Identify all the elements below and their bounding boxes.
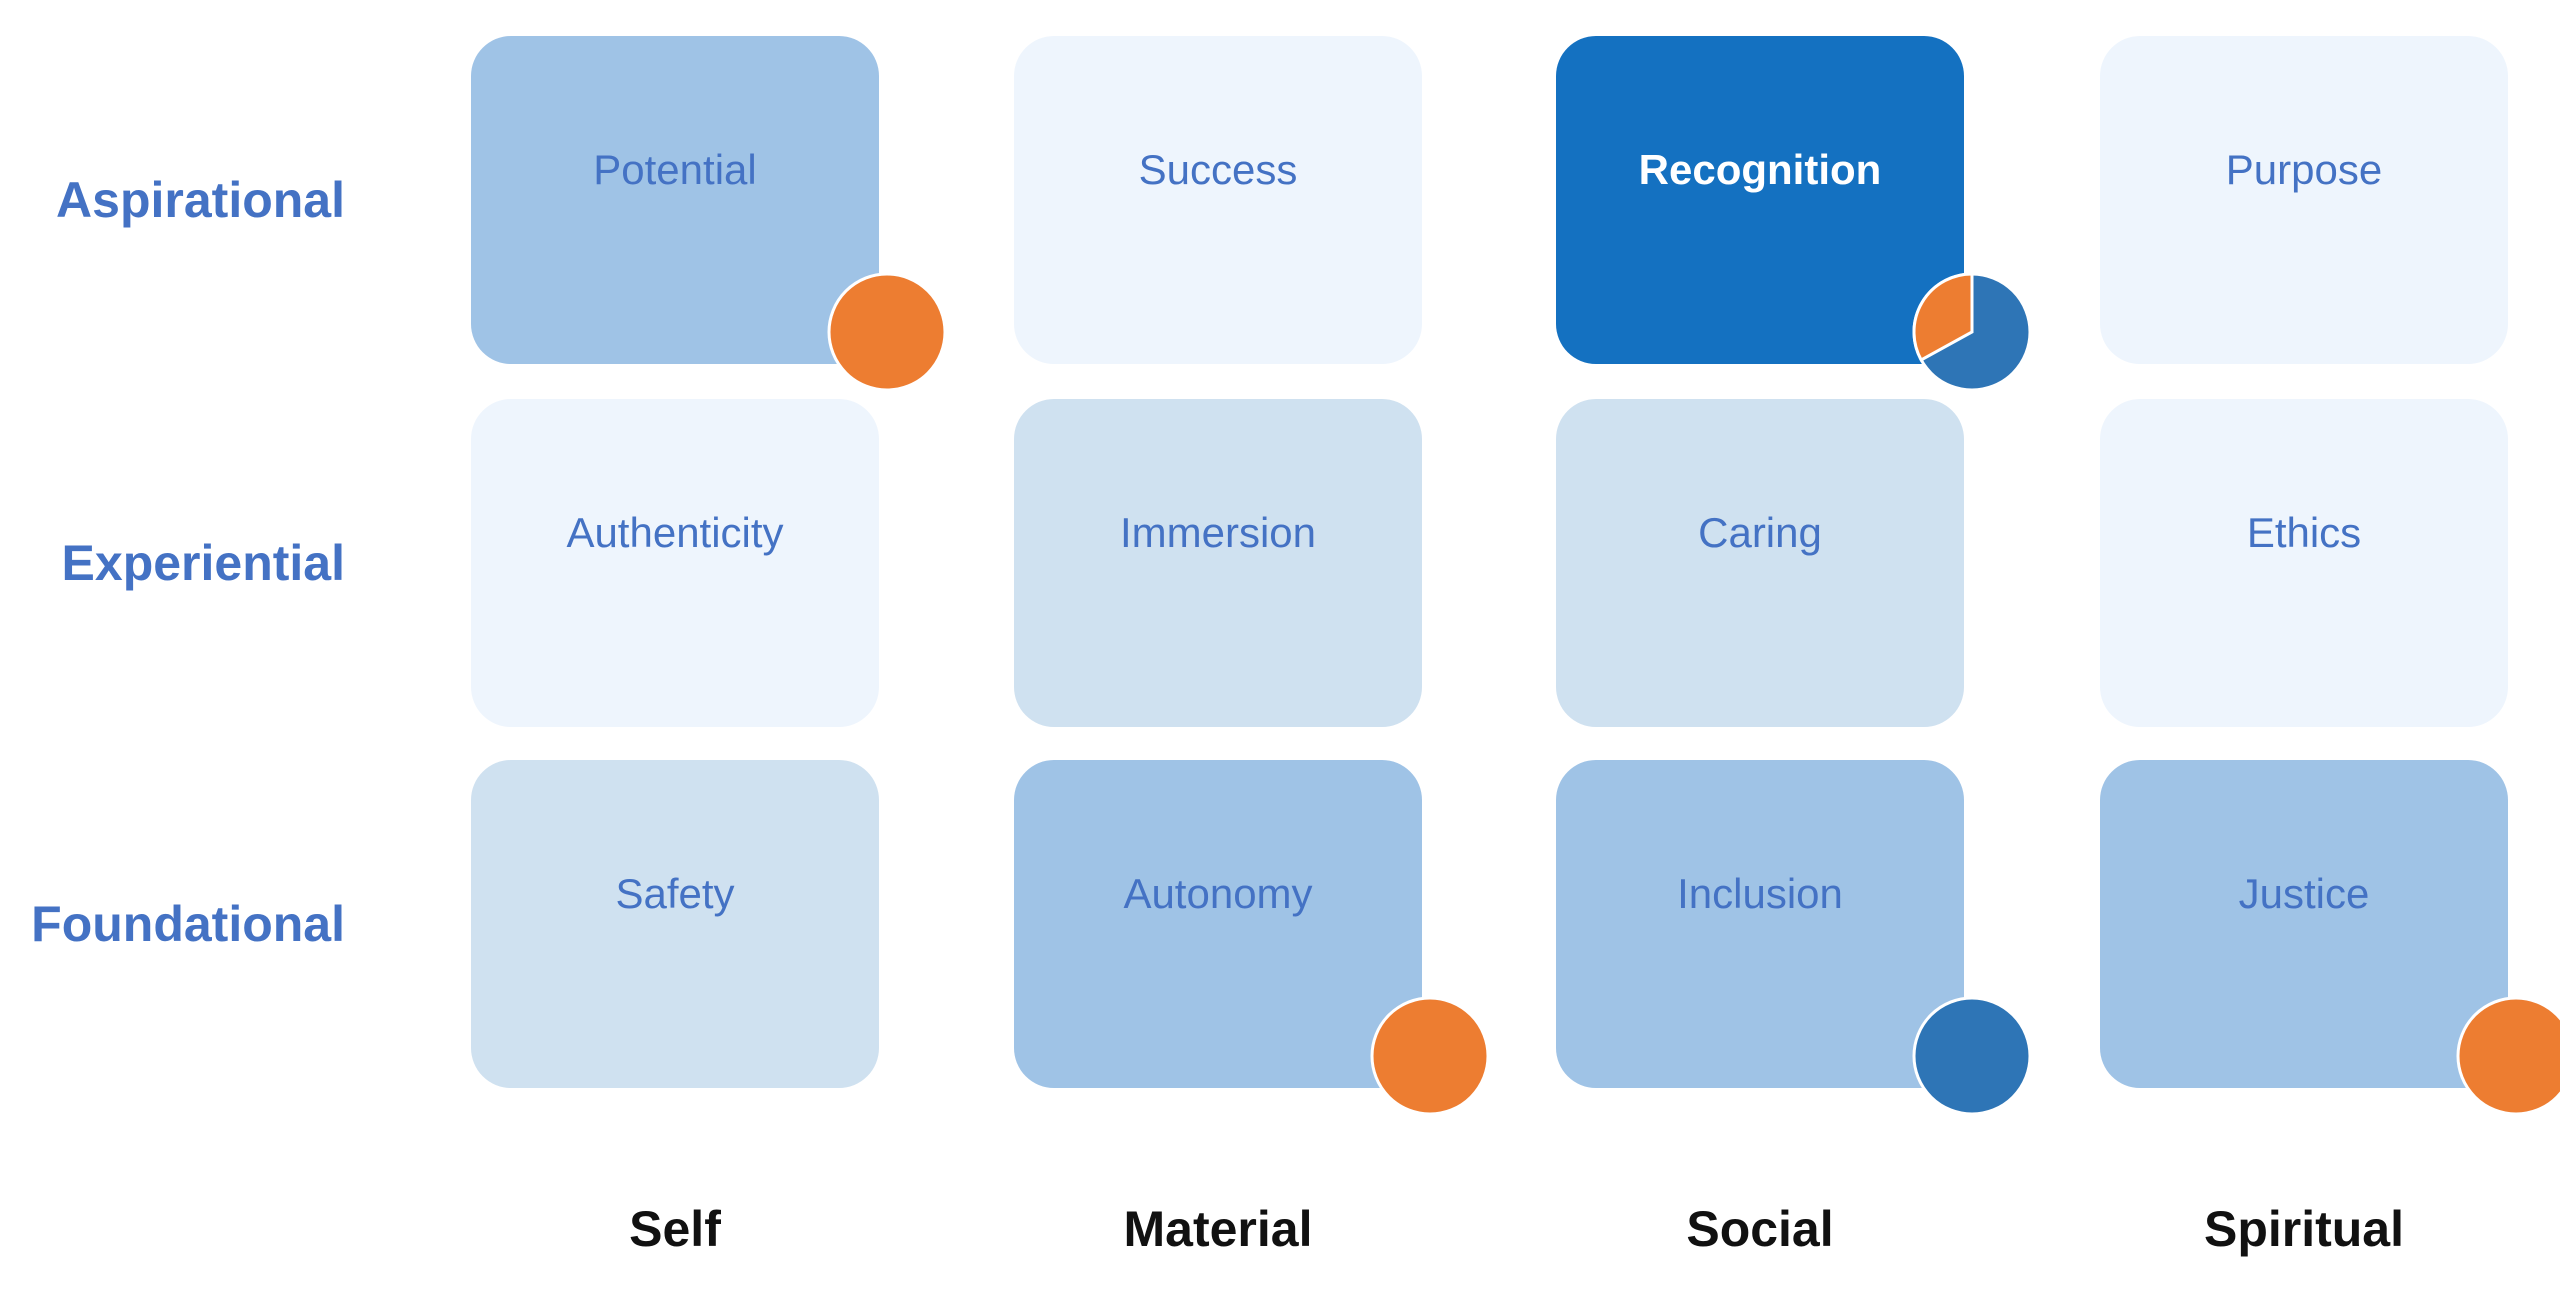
marker-circle [2456,996,2560,1116]
column-label-social: Social [1686,1201,1834,1257]
row-label-experiential: Experiential [61,535,345,591]
pie-chart-marker [1912,272,2032,392]
blue-circle-marker [1912,996,2032,1116]
tile-ethics: Ethics [2100,399,2508,727]
tile-label: Inclusion [1677,870,1843,917]
tile-label: Authenticity [566,509,784,556]
tile-label: Autonomy [1123,870,1313,917]
tile-safety: Safety [471,760,879,1088]
tile-label: Success [1138,146,1298,193]
orange-circle-marker [2456,996,2560,1116]
tile-success: Success [1014,36,1422,364]
tile-inclusion: Inclusion [1556,760,2032,1116]
tile-label: Immersion [1119,509,1317,556]
tile-purpose: Purpose [2100,36,2508,364]
tile-label: Potential [593,146,757,193]
marker-circle [1370,996,1490,1116]
tile-label: Caring [1698,509,1822,556]
orange-circle-marker [1370,996,1490,1116]
tile-immersion: Immersion [1014,399,1422,727]
row-label-aspirational: Aspirational [56,172,345,228]
tile-label: Safety [615,870,735,917]
tile-label: Recognition [1638,146,1882,193]
marker-circle [827,272,947,392]
tile-label: Ethics [2246,509,2362,556]
tile-label: Purpose [2225,146,2383,193]
tile-label: Justice [2238,870,2370,917]
row-label-foundational: Foundational [31,896,345,952]
tile-recognition: Recognition [1556,36,2032,392]
tile-autonomy: Autonomy [1014,760,1490,1116]
tile-authenticity: Authenticity [471,399,879,727]
pie-slice-orange [1912,272,1974,362]
orange-circle-marker [827,272,947,392]
tile-potential: Potential [471,36,947,392]
tile-justice: Justice [2100,760,2560,1116]
tile-caring: Caring [1556,399,1964,727]
marker-circle [1912,996,2032,1116]
column-label-self: Self [629,1201,721,1257]
column-label-material: Material [1123,1201,1313,1257]
column-label-spiritual: Spiritual [2203,1201,2405,1257]
